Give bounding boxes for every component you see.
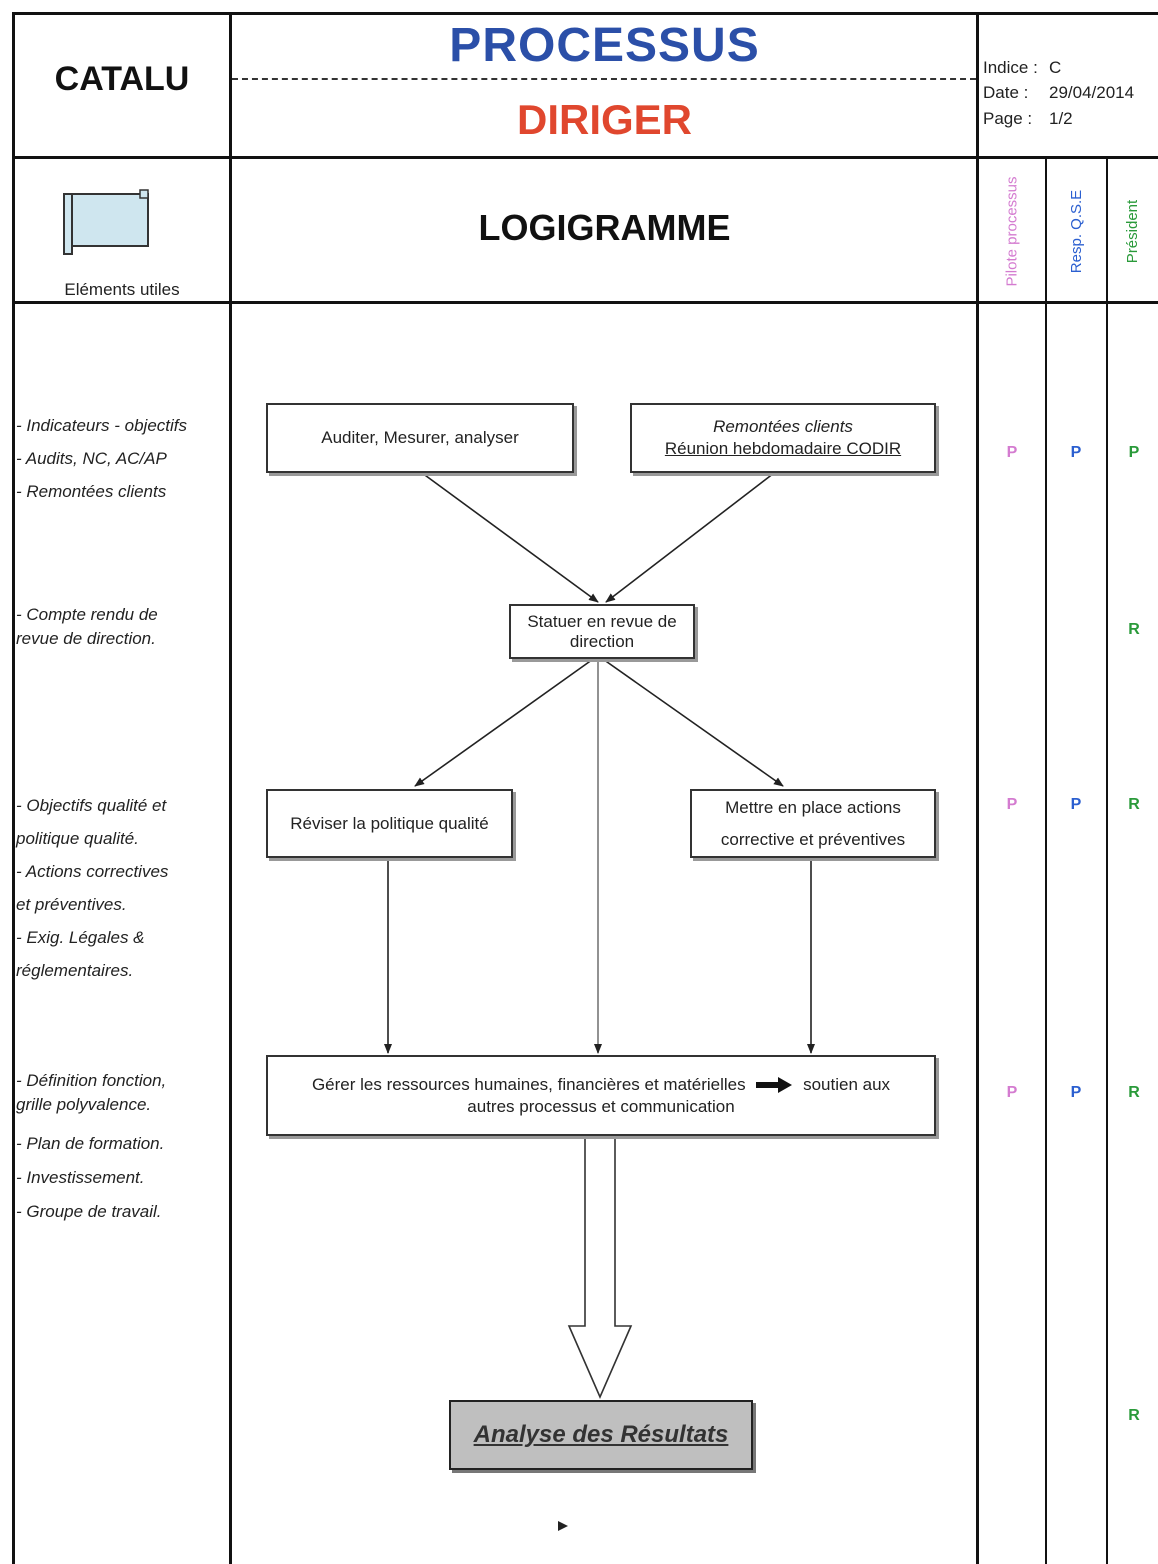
elements-utiles-label: Eléments utiles: [64, 280, 180, 299]
page-label: Page :: [983, 109, 1033, 128]
box-gerer-line2: autres processus et communication: [467, 1096, 735, 1116]
elements-item: - Plan de formation.: [16, 1134, 165, 1153]
box-mettre: Mettre en place actions corrective et pr…: [690, 789, 936, 858]
elements-item: - Définition fonction,: [16, 1071, 167, 1090]
date-row: Date : 29/04/2014: [983, 83, 1153, 103]
scroll-icon: [60, 188, 152, 261]
divider-role1: [1045, 158, 1047, 1564]
resp-president-4: R: [1128, 1084, 1140, 1101]
process-title: PROCESSUS: [449, 19, 760, 72]
indice-row: Indice : C: [983, 58, 1153, 78]
page-row: Page : 1/2: [983, 109, 1153, 129]
resp-qse-3: P: [1070, 796, 1082, 813]
date-label: Date :: [983, 83, 1029, 102]
elements-item: - Actions correctives: [16, 862, 169, 881]
indice-label: Indice :: [983, 58, 1038, 77]
date-value: 29/04/2014: [1049, 83, 1135, 102]
elements-item: revue de direction.: [16, 629, 156, 648]
box-auditer: Auditer, Mesurer, analyser: [266, 403, 574, 473]
elements-item: - Objectifs qualité et: [16, 796, 167, 815]
title-dashed-divider: [232, 78, 976, 80]
divider-row2: [12, 301, 1158, 304]
box-mettre-line2: corrective et préventives: [720, 829, 906, 849]
box-gerer-line1: Gérer les ressources humaines, financièr…: [312, 1074, 890, 1096]
resp-president-5: R: [1128, 1407, 1140, 1424]
resp-president-1: P: [1128, 444, 1140, 461]
arrow-right-icon: [756, 1077, 793, 1094]
box-gerer-line1-b: soutien aux: [803, 1074, 891, 1094]
box-analyse-text: Analyse des Résultats: [473, 1421, 729, 1448]
box-gerer-line1-a: Gérer les ressources humaines, financièr…: [311, 1074, 746, 1094]
divider-col2: [976, 12, 979, 1564]
resp-president-3: R: [1128, 796, 1140, 813]
box-auditer-text: Auditer, Mesurer, analyser: [321, 428, 519, 447]
elements-item: - Remontées clients: [16, 482, 167, 501]
indice-value: C: [1049, 58, 1062, 77]
elements-item: - Investissement.: [16, 1168, 145, 1187]
box-remontees: Remontées clients Réunion hebdomadaire C…: [630, 403, 936, 473]
box-statuer-line2: direction: [569, 631, 635, 651]
elements-group-3: - Objectifs qualité et politique qualité…: [16, 789, 226, 987]
box-reviser: Réviser la politique qualité: [266, 789, 513, 858]
resp-pilote-4: P: [1006, 1084, 1018, 1101]
box-statuer-line1: Statuer en revue de: [527, 611, 677, 631]
box-reviser-text: Réviser la politique qualité: [290, 813, 489, 833]
elements-item: politique qualité.: [16, 829, 139, 848]
divider-col1: [229, 12, 232, 1564]
resp-pilote-1: P: [1006, 444, 1018, 461]
elements-item: et préventives.: [16, 895, 127, 914]
border-top: [12, 12, 1158, 15]
logigramme-title: LOGIGRAMME: [478, 207, 731, 248]
box-statuer: Statuer en revue de direction: [509, 604, 695, 659]
elements-item: - Exig. Légales &: [16, 928, 145, 947]
resp-president-2: R: [1128, 621, 1140, 638]
box-gerer: Gérer les ressources humaines, financièr…: [266, 1055, 936, 1136]
divider-row1: [12, 156, 1158, 159]
elements-item: réglementaires.: [16, 961, 134, 980]
elements-item: - Indicateurs - objectifs: [16, 416, 188, 435]
box-remontees-line1: Remontées clients: [713, 417, 853, 436]
resp-qse-1: P: [1070, 444, 1082, 461]
elements-item: - Audits, NC, AC/AP: [16, 449, 167, 468]
box-remontees-line2: Réunion hebdomadaire CODIR: [664, 439, 902, 458]
elements-item: - Compte rendu de: [16, 605, 158, 624]
resp-qse-4: P: [1070, 1084, 1082, 1101]
process-name: DIRIGER: [516, 96, 692, 143]
box-analyse: Analyse des Résultats: [449, 1400, 753, 1470]
elements-group-1: - Indicateurs - objectifs - Audits, NC, …: [16, 409, 226, 508]
border-left: [12, 12, 15, 1564]
company-name: CATALU: [54, 60, 190, 98]
elements-group-2: - Compte rendu de revue de direction.: [16, 603, 226, 651]
resp-pilote-3: P: [1006, 796, 1018, 813]
elements-group-4: - Définition fonction, grille polyvalenc…: [16, 1069, 226, 1229]
elements-item: - Groupe de travail.: [16, 1202, 162, 1221]
divider-role2: [1106, 158, 1108, 1564]
elements-item: grille polyvalence.: [16, 1095, 152, 1114]
box-mettre-line1: Mettre en place actions: [725, 797, 901, 817]
page-value: 1/2: [1049, 109, 1073, 128]
